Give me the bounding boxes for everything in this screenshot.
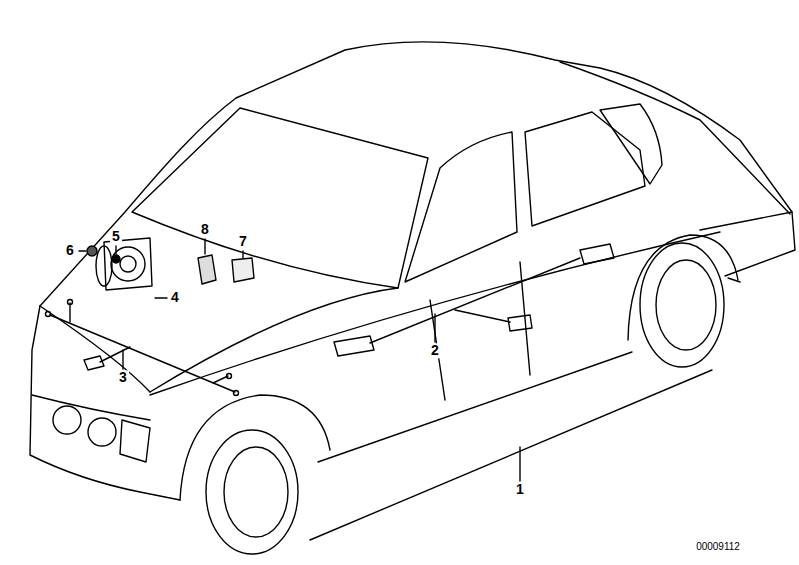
shoulder-line <box>150 232 720 395</box>
wiring <box>100 347 130 362</box>
connector <box>508 315 532 331</box>
front-wheel <box>206 430 298 554</box>
callout-number: 4 <box>169 290 181 305</box>
quarter-window <box>600 104 662 184</box>
nut <box>112 255 120 263</box>
callout-number: 8 <box>199 222 211 237</box>
terminal <box>227 374 232 379</box>
body-outline <box>40 42 795 306</box>
leader-line <box>519 447 520 481</box>
connector <box>334 336 374 356</box>
callout-number: 1 <box>514 482 526 497</box>
rear-bumper <box>728 278 740 282</box>
washer <box>87 246 97 256</box>
rear-wheel <box>640 243 724 367</box>
leader-line <box>155 297 167 298</box>
harness <box>455 310 510 322</box>
callout-number: 5 <box>110 229 122 244</box>
hood-rear <box>150 288 398 392</box>
callout-number: 2 <box>429 343 441 358</box>
connector <box>580 244 614 264</box>
bumper-line <box>32 395 150 420</box>
drawing-number: 00009112 <box>694 541 742 552</box>
callout-number: 3 <box>117 370 129 385</box>
callout-number: 6 <box>64 243 76 258</box>
bracket <box>198 255 216 284</box>
wiring <box>69 303 70 322</box>
speaker <box>104 238 152 290</box>
ground-line <box>310 370 712 540</box>
front-door-window <box>405 132 517 282</box>
speaker-cone <box>111 247 145 281</box>
terminal <box>46 312 51 317</box>
callout-number: 7 <box>237 234 249 249</box>
headlight <box>88 418 116 446</box>
headlight <box>53 406 81 434</box>
front-rim <box>224 447 288 537</box>
sill-line <box>318 352 632 462</box>
speaker-cone <box>120 256 136 272</box>
rear-rim <box>656 260 716 350</box>
rear-line <box>700 212 792 230</box>
grille <box>120 420 150 462</box>
wiring <box>50 315 235 392</box>
windshield <box>132 108 428 288</box>
leader-line <box>434 314 435 342</box>
terminal <box>68 300 73 305</box>
terminal <box>234 391 239 396</box>
speaker-magnet <box>96 246 112 286</box>
leader-line <box>242 251 243 258</box>
relay <box>232 258 254 282</box>
trunk-line <box>560 62 790 214</box>
front-fascia <box>30 306 180 500</box>
leader-line <box>115 246 116 254</box>
leader-line <box>204 239 205 254</box>
harness <box>370 258 580 343</box>
leader-line <box>79 250 86 251</box>
leader-line <box>122 350 123 369</box>
rear-door-window <box>525 112 645 226</box>
wiring <box>213 376 228 383</box>
connector <box>84 356 104 370</box>
